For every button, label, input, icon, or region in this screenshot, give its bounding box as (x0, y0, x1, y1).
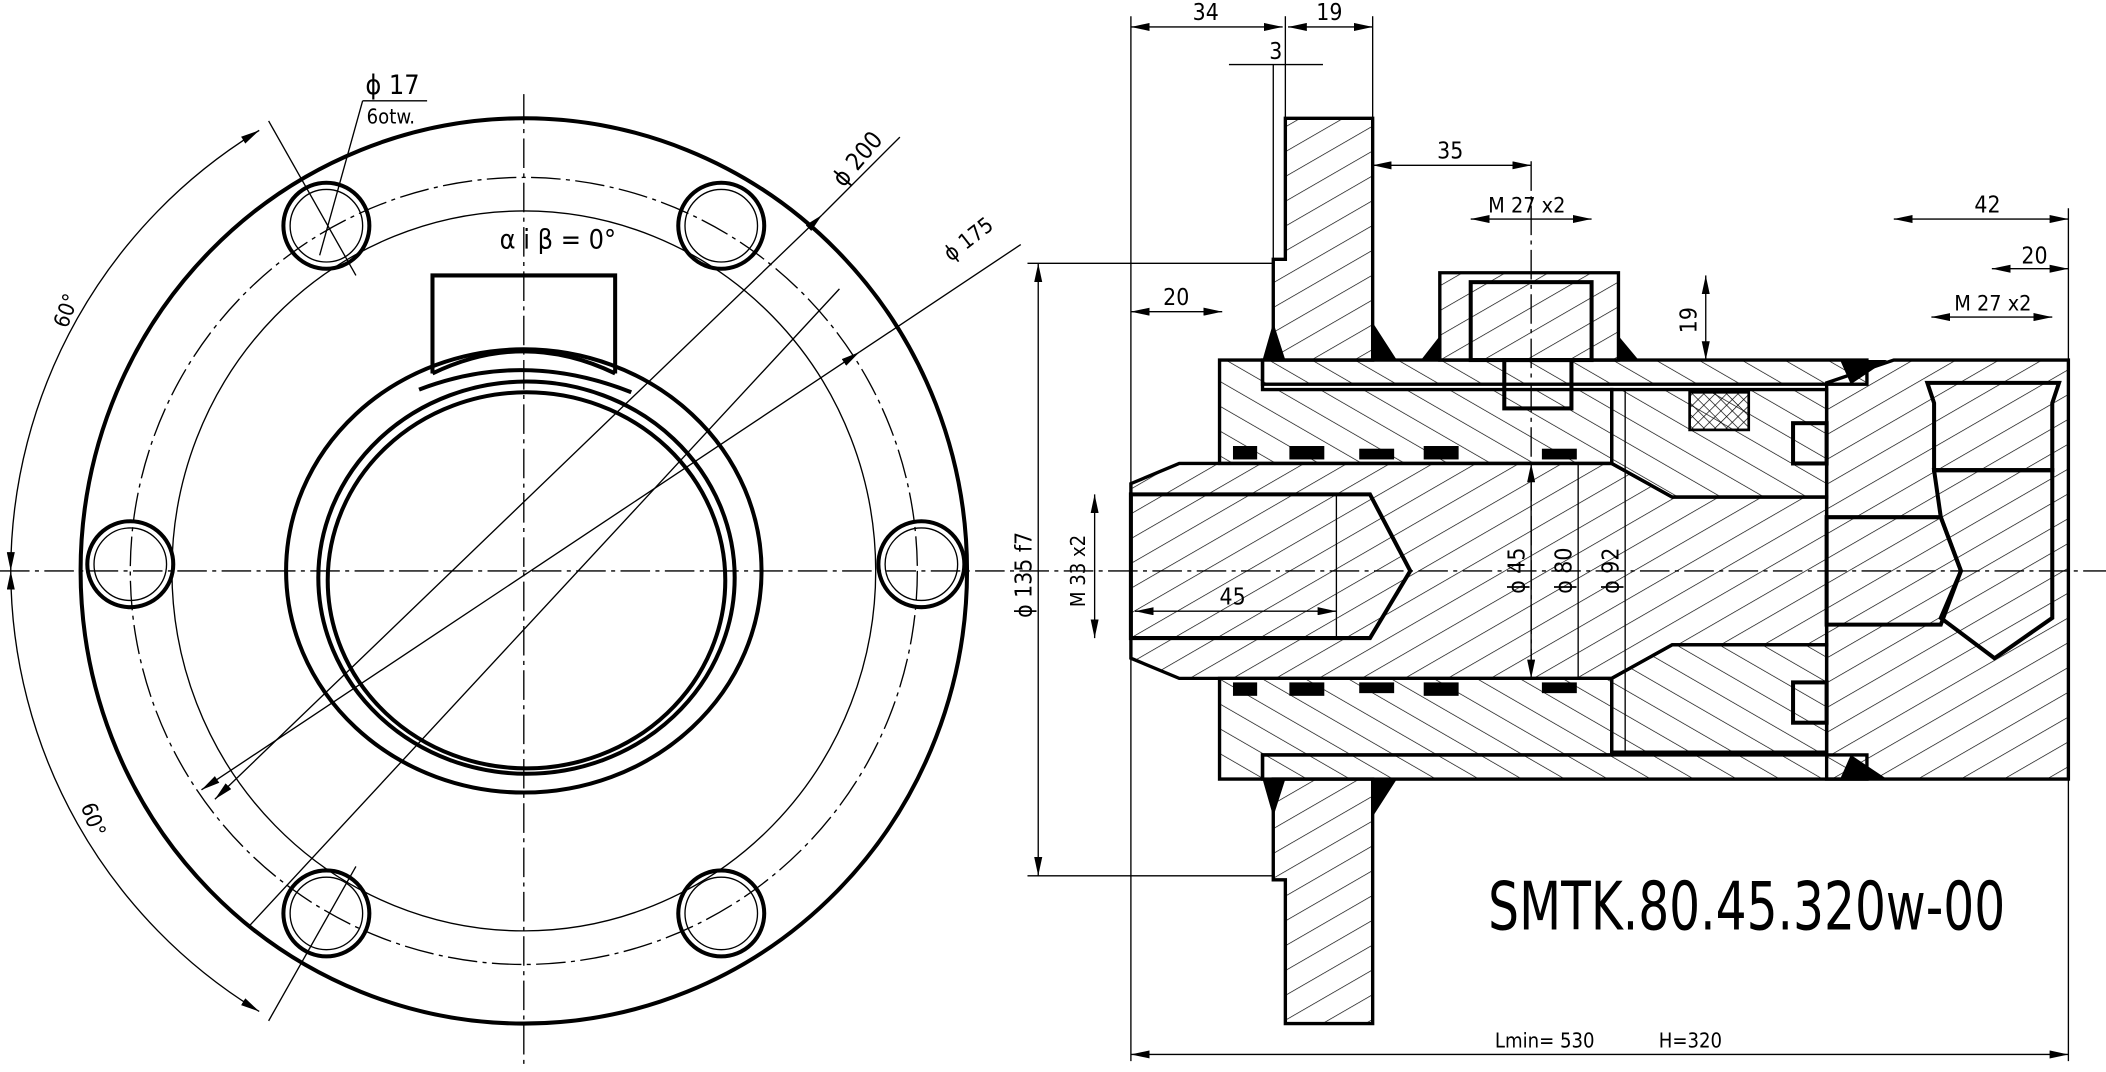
dim-20-left-label: 20 (1163, 285, 1189, 311)
dim-34-label: 34 (1193, 0, 1219, 26)
dim-19-port-label: 19 (1676, 307, 1702, 333)
thread-bore-label: M 33 x2 (1066, 535, 1090, 607)
bolt-hole (676, 868, 767, 959)
bolt-holes (85, 180, 967, 959)
outer-tube-bottom (1260, 753, 1869, 781)
packing-seal (1688, 390, 1751, 432)
dia-175-dimension-line (201, 351, 860, 791)
end-block (1824, 358, 2071, 781)
dia-175-helper-line (247, 288, 840, 928)
dim-3-label: 3 (1269, 39, 1282, 65)
hole-count-label: 6otw. (367, 105, 415, 129)
dia-175-label: ϕ 175 (939, 213, 998, 267)
bolt-hole (676, 180, 767, 271)
dim-42-label: 42 (1974, 192, 2000, 218)
angle-label-top: 60° (49, 290, 84, 331)
outer-tube-top (1260, 358, 1869, 386)
dim-19-label: 19 (1316, 0, 1342, 26)
key-slot (418, 273, 633, 395)
dia-17-leader (319, 100, 364, 256)
bolt-hole (876, 519, 967, 610)
dia-92-label: ϕ 92 (1598, 548, 1624, 594)
thread-port-2-label: M 27 x2 (1954, 291, 2031, 316)
bore-outer-ring (316, 379, 737, 776)
dia-200-leader (821, 136, 901, 216)
h-label: H=320 (1659, 1029, 1722, 1053)
dia-175-leader (859, 243, 1022, 353)
dim-45-label: 45 (1220, 584, 1246, 610)
thread-port-1-label: M 27 x2 (1488, 193, 1565, 218)
mounting-flange (1271, 116, 1375, 362)
angle-note: α i β = 0° (500, 225, 616, 256)
dim-35-label: 35 (1437, 139, 1463, 165)
hole-diameter-label: ϕ 17 (365, 70, 419, 101)
angle-arc-top (6, 129, 260, 571)
dim-20-right-label: 20 (2021, 243, 2047, 269)
angle-extension-line (268, 120, 357, 276)
seals (1232, 322, 1888, 817)
dia-200-label: ϕ 200 (827, 126, 889, 192)
mounting-flange-lower (1271, 777, 1375, 1026)
end-port-drill (1931, 468, 2055, 661)
dia-80-label: ϕ 80 (1551, 548, 1577, 594)
dia-200-dimension-line (214, 214, 823, 800)
angle-extension-line (268, 866, 357, 1022)
bore-inner-ring (325, 390, 728, 771)
bolt-hole (281, 180, 372, 271)
section-view: 34 19 3 35 M 27 x2 19 42 20 M 27 x2 20 ϕ… (1012, 0, 2071, 1062)
angle-arc-bottom (6, 570, 260, 1013)
bolt-circle (129, 176, 919, 966)
bolt-hole (281, 868, 372, 959)
port-channel (1502, 358, 1574, 411)
dia-135-label: ϕ 135 f7 (1012, 532, 1038, 618)
min-length-label: Lmin= 530 (1495, 1029, 1595, 1053)
part-number-title: SMTK.80.45.320w-00 (1488, 868, 2005, 946)
piston (1610, 387, 1829, 499)
dia-45-label: ϕ 45 (1504, 548, 1530, 594)
angle-label-bottom: 60° (75, 799, 110, 840)
